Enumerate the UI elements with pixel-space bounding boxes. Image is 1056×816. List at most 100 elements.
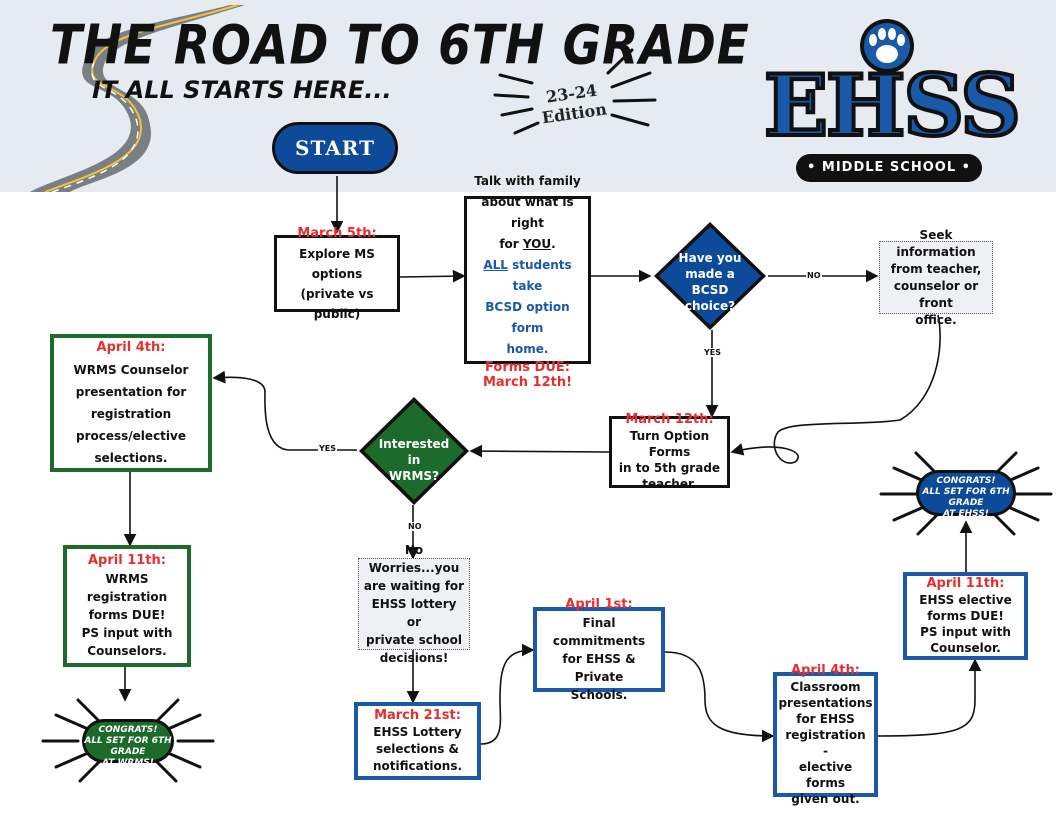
step-text: forms DUE! [927, 609, 1004, 623]
step-text: Turn Option Forms [629, 429, 710, 459]
label-no-bcsd: NO [806, 271, 822, 280]
step-text: office. [915, 312, 957, 327]
step-date: April 4th: [791, 662, 860, 678]
step-date: March 5th: [297, 225, 377, 241]
step-text: PS input with [81, 626, 173, 640]
step-text: Talk with family [474, 173, 581, 188]
school-logo: EHSS • MIDDLE SCHOOL • [762, 18, 1023, 188]
congrats-wrms-text: CONGRATS! ALL SET FOR 6TH GRADE AT WRMS! [68, 725, 188, 769]
step-text: teacher. [642, 477, 697, 491]
step-text: selections. [94, 451, 168, 465]
step-text: process/elective [76, 429, 186, 443]
connector-march5-talk [399, 269, 466, 283]
decision-text: made a BCSD [685, 267, 735, 297]
step-seek-information: Seek information from teacher, counselor… [879, 228, 993, 327]
label-yes-wrms: YES [318, 444, 338, 453]
page-title: THE ROAD TO 6TH GRADE [50, 14, 750, 78]
step-text-part: . [551, 236, 556, 251]
step-due: Forms DUE: [485, 359, 570, 375]
step-text: PS input with [920, 625, 1011, 639]
emphasis-all: ALL [483, 257, 508, 272]
step-text: EHSS Lottery [373, 725, 462, 739]
congrats-text: CONGRATS! [98, 725, 158, 735]
congrats-text: CONGRATS! [936, 476, 996, 486]
step-text: EHSS elective [919, 593, 1012, 607]
step-no-worries: No Worries...you are waiting for EHSS lo… [358, 543, 470, 665]
step-text: for YOU. [499, 234, 555, 255]
step-date: April 11th: [88, 553, 166, 568]
label-no-wrms: NO [407, 522, 423, 531]
connector-march12-wrms [469, 444, 610, 458]
step-date: April 4th: [96, 340, 166, 355]
step-text: forms DUE! [88, 608, 166, 622]
label-yes-bcsd: YES [703, 348, 723, 357]
step-text: presentations [778, 695, 873, 710]
edition-burst-icon [493, 48, 657, 135]
step-text: decisions! [379, 651, 449, 665]
step-date: April 11th: [926, 576, 1005, 591]
connector-seek-march12 [730, 314, 941, 464]
step-date: April 1st: [565, 596, 633, 612]
congrats-wrms-burst [41, 698, 215, 783]
step-april11-wrms: April 11th: WRMS registration forms DUE!… [63, 545, 191, 667]
step-text: given out. [791, 791, 860, 806]
step-text: for EHSS & Private [562, 651, 636, 684]
connector-wrms-april4 [212, 370, 357, 451]
step-text: elective forms [798, 759, 853, 790]
step-text: for EHSS [796, 711, 855, 726]
step-text: notifications. [372, 759, 463, 773]
connector-april1-april4 [664, 651, 775, 743]
step-text: ALL students take [471, 255, 584, 297]
step-april11-ehss: April 11th: EHSS elective forms DUE! PS … [903, 572, 1028, 660]
step-text: about what is right [481, 194, 574, 230]
step-text: EHSS lottery or [371, 597, 457, 629]
step-text: Schools. [570, 687, 628, 702]
step-text: No Worries...you [368, 543, 460, 575]
decision-wrms-text: Interested in WRMS? [374, 436, 454, 484]
step-text: from teacher, [890, 261, 982, 276]
step-text: Classroom [790, 679, 861, 694]
step-text: Counselor. [930, 641, 1001, 655]
step-talk-with-family: Talk with family about what is right for… [464, 174, 591, 390]
step-text: Counselors. [87, 644, 167, 658]
decision-bcsd-shape [654, 222, 766, 330]
congrats-text: AT EHSS! [943, 509, 989, 519]
step-text: are waiting for [363, 579, 465, 593]
decision-text: Have you [678, 251, 742, 265]
step-date: March 21st: [374, 708, 461, 723]
congrats-text: ALL SET FOR 6TH GRADE [84, 736, 172, 757]
step-text: WRMS Counselor [73, 363, 189, 377]
congrats-ehss-burst [879, 451, 1053, 536]
step-text: Seek information [896, 227, 976, 259]
step-text: selections & [375, 742, 460, 756]
step-march5: March 5th: Explore MS options (private v… [274, 226, 400, 321]
step-text: private school [366, 633, 462, 647]
step-text-part: for [499, 236, 523, 251]
step-text: home. [506, 341, 549, 356]
congrats-ehss-text: CONGRATS! ALL SET FOR 6TH GRADE AT EHSS! [906, 476, 1026, 520]
step-text: Final commitments [552, 615, 646, 648]
decision-text: WRMS? [388, 469, 440, 483]
decision-text: Interested in [378, 437, 450, 467]
step-april4-wrms: April 4th: WRMS Counselor presentation f… [50, 334, 212, 472]
step-text: in to 5th grade [618, 461, 721, 475]
step-text-part: students take [507, 257, 572, 293]
start-badge: START [272, 122, 398, 174]
step-text: registration [86, 590, 168, 604]
congrats-text: ALL SET FOR 6TH GRADE [922, 487, 1010, 508]
step-march21: March 21st: EHSS Lottery selections & no… [354, 702, 481, 780]
connector-april4-april11ehss [877, 658, 982, 737]
logo-ribbon [796, 154, 982, 182]
step-text: Explore MS options [299, 246, 375, 281]
step-text: WRMS [105, 572, 149, 586]
step-text: presentation for [75, 385, 187, 399]
step-text: (private vs public) [300, 286, 374, 321]
step-april4-ehss: April 4th: Classroom presentations for E… [773, 663, 878, 806]
step-april1: April 1st: Final commitments for EHSS & … [533, 597, 665, 702]
step-march12: March 12th: Turn Option Forms in to 5th … [609, 412, 730, 491]
step-due-date: March 12th! [482, 374, 573, 390]
step-date: March 12th: [625, 412, 714, 427]
paw-icon [860, 19, 914, 73]
decision-wrms-shape [359, 397, 469, 505]
